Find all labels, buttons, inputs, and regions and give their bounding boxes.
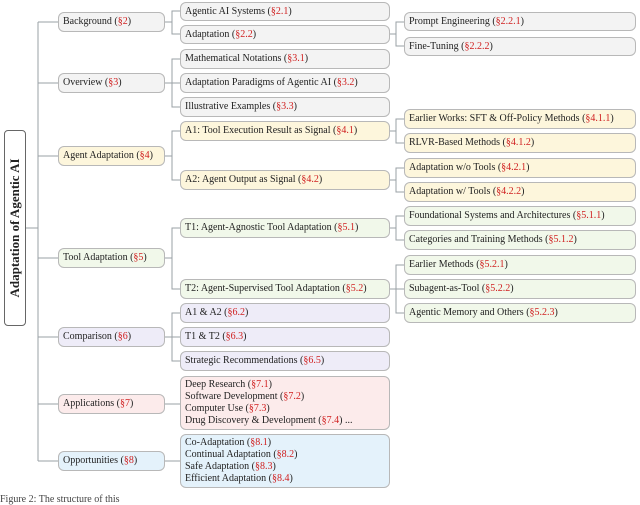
node-agentic-ai-systems: Agentic AI Systems (§2.1) <box>180 2 390 21</box>
node-strategic: Strategic Recommendations (§6.5) <box>180 351 390 371</box>
node-earlier-works: Earlier Works: SFT & Off-Policy Methods … <box>404 109 636 129</box>
figure-caption: Figure 2: The structure of this <box>0 494 120 505</box>
node-earlier-methods: Earlier Methods (§5.2.1) <box>404 255 636 275</box>
node-a1-a2: A1 & A2 (§6.2) <box>180 303 390 323</box>
root-node: Adaptation of Agentic AI <box>4 130 26 326</box>
node-adapt-wo-tools: Adaptation w/o Tools (§4.2.1) <box>404 158 636 178</box>
node-adapt-w-tools: Adaptation w/ Tools (§4.2.2) <box>404 182 636 202</box>
node-overview: Overview (§3) <box>58 73 165 93</box>
opp-item: Continual Adaptation (§8.2) <box>185 449 298 460</box>
node-applications-list: Deep Research (§7.1) Software Developmen… <box>180 376 390 430</box>
node-foundational: Foundational Systems and Architectures (… <box>404 206 636 226</box>
app-item: Computer Use (§7.3) <box>185 403 270 414</box>
node-a2: A2: Agent Output as Signal (§4.2) <box>180 170 390 190</box>
node-adaptation: Adaptation (§2.2) <box>180 25 390 44</box>
node-t1-t2: T1 & T2 (§6.3) <box>180 327 390 347</box>
node-illustrative-examples: Illustrative Examples (§3.3) <box>180 97 390 117</box>
node-opportunities: Opportunities (§8) <box>58 451 165 471</box>
node-prompt-engineering: Prompt Engineering (§2.2.1) <box>404 12 636 31</box>
node-tool-adaptation: Tool Adaptation (§5) <box>58 248 165 268</box>
node-agent-adaptation: Agent Adaptation (§4) <box>58 146 165 166</box>
opp-item: Efficient Adaptation (§8.4) <box>185 473 293 484</box>
node-comparison: Comparison (§6) <box>58 327 165 347</box>
node-t2: T2: Agent-Supervised Tool Adaptation (§5… <box>180 279 390 299</box>
node-agentic-memory: Agentic Memory and Others (§5.2.3) <box>404 303 636 323</box>
node-applications: Applications (§7) <box>58 394 165 414</box>
node-math-notations: Mathematical Notations (§3.1) <box>180 49 390 69</box>
node-categories: Categories and Training Methods (§5.1.2) <box>404 230 636 250</box>
node-opportunities-list: Co-Adaptation (§8.1) Continual Adaptatio… <box>180 434 390 488</box>
node-t1: T1: Agent-Agnostic Tool Adaptation (§5.1… <box>180 218 390 238</box>
node-adaptation-paradigms: Adaptation Paradigms of Agentic AI (§3.2… <box>180 73 390 93</box>
node-subagent: Subagent-as-Tool (§5.2.2) <box>404 279 636 299</box>
root-label: Adaptation of Agentic AI <box>7 158 22 298</box>
node-background: Background (§2) <box>58 12 165 32</box>
node-rlvr: RLVR-Based Methods (§4.1.2) <box>404 133 636 153</box>
app-item: Drug Discovery & Development (§7.4) ... <box>185 415 353 426</box>
node-fine-tuning: Fine-Tuning (§2.2.2) <box>404 37 636 56</box>
app-item: Deep Research (§7.1) <box>185 379 272 390</box>
opp-item: Co-Adaptation (§8.1) <box>185 437 272 448</box>
node-a1: A1: Tool Execution Result as Signal (§4.… <box>180 121 390 141</box>
opp-item: Safe Adaptation (§8.3) <box>185 461 276 472</box>
app-item: Software Development (§7.2) <box>185 391 305 402</box>
